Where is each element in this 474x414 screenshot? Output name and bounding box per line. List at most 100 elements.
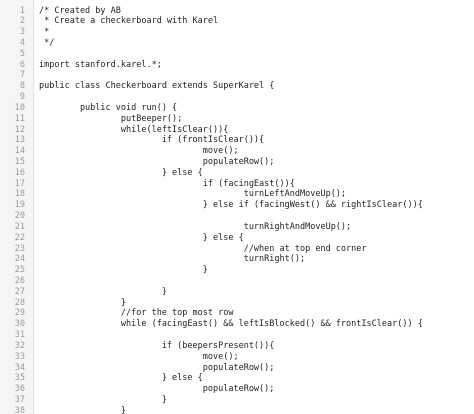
code-line[interactable]: 10 public void run() { — [0, 103, 474, 114]
code-text: } — [39, 297, 126, 308]
code-line[interactable]: 4 */ — [0, 38, 474, 49]
code-text: * Create a checkerboard with Karel — [39, 16, 219, 27]
line-number: 30 — [14, 319, 25, 330]
line-number: 1 — [19, 5, 25, 16]
line-number: 11 — [14, 113, 25, 124]
code-line[interactable]: 28 } — [0, 298, 474, 309]
line-number: 20 — [14, 211, 25, 222]
line-number: 23 — [14, 243, 25, 254]
line-number: 15 — [14, 156, 25, 167]
code-line[interactable]: 19 } else if (facingWest() && rightIsCle… — [0, 200, 474, 211]
line-number: 19 — [14, 200, 25, 211]
code-text: populateRow(); — [39, 384, 275, 395]
code-line[interactable]: 30 while (facingEast() && leftIsBlocked(… — [0, 319, 474, 330]
line-number: 5 — [19, 48, 25, 59]
line-number: 29 — [14, 308, 25, 319]
code-line[interactable]: 14 move(); — [0, 146, 474, 157]
line-number: 35 — [14, 373, 25, 384]
code-line[interactable]: 15 populateRow(); — [0, 157, 474, 168]
code-line[interactable]: 7 — [0, 70, 474, 81]
code-line[interactable]: 31 — [0, 330, 474, 341]
line-number: 9 — [19, 92, 25, 103]
code-line[interactable]: 24 turnRight(); — [0, 254, 474, 265]
line-number: 25 — [14, 265, 25, 276]
code-line[interactable]: 9 — [0, 92, 474, 103]
line-number: 16 — [14, 167, 25, 178]
code-line[interactable]: 17 if (facingEast()){ — [0, 179, 474, 190]
line-number-gutter — [0, 0, 34, 414]
code-text: if (beepersPresent()){ — [39, 340, 275, 351]
code-text: if (facingEast()){ — [39, 178, 295, 189]
code-text: public class Checkerboard extends SuperK… — [39, 81, 275, 92]
code-line[interactable]: 34 populateRow(); — [0, 363, 474, 374]
code-line[interactable]: 27 } — [0, 287, 474, 298]
line-number: 14 — [14, 146, 25, 157]
line-number: 7 — [19, 70, 25, 81]
code-line[interactable]: 16 } else { — [0, 168, 474, 179]
code-line[interactable]: 11 putBeeper(); — [0, 114, 474, 125]
code-text: } — [39, 265, 208, 276]
code-line[interactable]: 35 } else { — [0, 373, 474, 384]
code-text: } — [39, 405, 126, 414]
code-line[interactable]: 13 if (frontIsClear()){ — [0, 135, 474, 146]
line-number: 4 — [19, 37, 25, 48]
code-line[interactable]: 29 //for the top most row — [0, 308, 474, 319]
line-number: 37 — [14, 395, 25, 406]
code-text: import stanford.karel.*; — [39, 59, 162, 70]
line-number: 6 — [19, 59, 25, 70]
line-number: 28 — [14, 297, 25, 308]
code-line[interactable]: 3 * — [0, 27, 474, 38]
line-number: 3 — [19, 27, 25, 38]
line-number: 8 — [19, 81, 25, 92]
code-line[interactable]: 6 import stanford.karel.*; — [0, 60, 474, 71]
code-text: populateRow(); — [39, 156, 275, 167]
code-text: } else { — [39, 373, 203, 384]
code-text: putBeeper(); — [39, 113, 183, 124]
code-line[interactable]: 36 populateRow(); — [0, 384, 474, 395]
code-text: if (frontIsClear()){ — [39, 135, 265, 146]
code-line[interactable]: 8 public class Checkerboard extends Super… — [0, 81, 474, 92]
code-line[interactable]: 5 — [0, 49, 474, 60]
code-text: } else if (facingWest() && rightIsClear(… — [39, 200, 423, 211]
line-number: 2 — [19, 16, 25, 27]
code-text: turnRightAndMoveUp(); — [39, 221, 352, 232]
line-number: 26 — [14, 276, 25, 286]
code-line[interactable]: 18 turnLeftAndMoveUp(); — [0, 189, 474, 200]
code-line[interactable]: 21 turnRightAndMoveUp(); — [0, 222, 474, 233]
code-line[interactable]: 25 } — [0, 265, 474, 276]
code-line[interactable]: 37 } — [0, 395, 474, 406]
code-line[interactable]: 2 * Create a checkerboard with Karel — [0, 16, 474, 27]
code-text: } — [39, 286, 167, 297]
code-line[interactable]: 38 } — [0, 406, 474, 414]
code-text: turnRight(); — [39, 254, 306, 265]
code-line[interactable]: 12 while(leftIsClear()){ — [0, 125, 474, 136]
code-text: move(); — [39, 146, 239, 157]
line-number: 24 — [14, 254, 25, 265]
line-number: 31 — [14, 330, 25, 341]
code-text: turnLeftAndMoveUp(); — [39, 189, 347, 200]
code-line[interactable]: 22 } else { — [0, 233, 474, 244]
code-line[interactable]: 33 move(); — [0, 352, 474, 363]
code-line[interactable]: 1/* Created by AB — [0, 6, 474, 17]
line-number: 27 — [14, 286, 25, 297]
code-text: while(leftIsClear()){ — [39, 124, 229, 135]
line-number: 33 — [14, 351, 25, 362]
code-line[interactable]: 23 //when at top end corner — [0, 244, 474, 255]
line-number: 38 — [14, 405, 25, 414]
code-text: * — [39, 27, 50, 38]
line-number: 13 — [14, 135, 25, 146]
code-text: //for the top most row — [39, 308, 234, 319]
line-number: 21 — [14, 221, 25, 232]
line-number: 36 — [14, 384, 25, 395]
line-number: 10 — [14, 102, 25, 113]
code-line[interactable]: 32 if (beepersPresent()){ — [0, 341, 474, 352]
code-line[interactable]: 26 — [0, 276, 474, 287]
code-line[interactable]: 20 — [0, 211, 474, 222]
code-text: move(); — [39, 351, 239, 362]
line-number: 17 — [14, 178, 25, 189]
code-text: } — [39, 395, 167, 406]
line-number: 32 — [14, 340, 25, 351]
code-text: } else { — [39, 232, 244, 243]
code-text: public void run() { — [39, 102, 178, 113]
